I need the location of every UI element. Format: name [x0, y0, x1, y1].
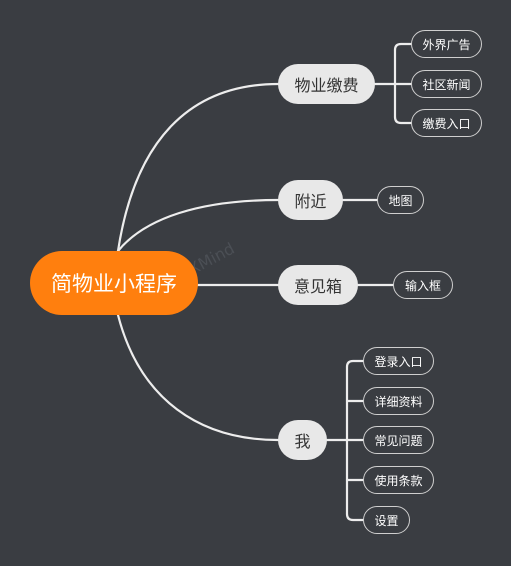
root-topic[interactable]: 简物业小程序	[30, 251, 198, 315]
leaf-topic-payment-entry[interactable]: 缴费入口	[411, 109, 482, 137]
leaf-topic-settings[interactable]: 设置	[363, 506, 410, 534]
branch-topic-property-fee[interactable]: 物业缴费	[278, 64, 375, 104]
connector-root-to-wuye	[116, 82, 280, 253]
branch-topic-nearby[interactable]: 附近	[278, 180, 343, 220]
branch-topic-suggestion-box[interactable]: 意见箱	[278, 265, 358, 305]
leaf-topic-map[interactable]: 地图	[377, 186, 424, 214]
leaf-topic-input-box[interactable]: 输入框	[393, 271, 453, 299]
branch-topic-me[interactable]: 我	[278, 420, 327, 460]
connector-root-to-wo	[116, 313, 280, 442]
leaf-topic-external-ads[interactable]: 外界广告	[411, 30, 482, 58]
connector-root-to-fujin	[116, 198, 280, 253]
leaf-topic-login-entry[interactable]: 登录入口	[363, 347, 434, 375]
leaf-topic-profile-details[interactable]: 详细资料	[363, 387, 434, 415]
leaf-topic-terms-of-use[interactable]: 使用条款	[363, 466, 434, 494]
leaf-topic-faq[interactable]: 常见问题	[363, 426, 434, 454]
leaf-topic-community-news[interactable]: 社区新闻	[411, 70, 482, 98]
